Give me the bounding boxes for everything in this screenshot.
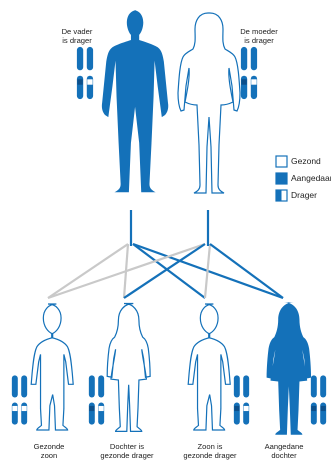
father-label: De vader is drager (52, 28, 102, 45)
child-label-4-line2: dochter (252, 452, 316, 461)
child-label-2-line2: gezonde drager (92, 452, 162, 461)
child-label-1: Gezonde zoon (22, 443, 76, 460)
mother-label: De moeder is drager (232, 28, 286, 45)
child-label-3-line2: gezonde drager (175, 452, 245, 461)
child-label-4: Aangedane dochter (252, 443, 316, 460)
legend-affected-label: Aangedaan (291, 173, 331, 183)
child-label-3: Zoon is gezonde drager (175, 443, 245, 460)
child-label-2: Dochter is gezonde drager (92, 443, 162, 460)
legend-healthy-label: Gezond (291, 156, 321, 166)
father-label-line2: is drager (52, 37, 102, 46)
child-label-1-line2: zoon (22, 452, 76, 461)
legend-carrier-label: Drager (291, 190, 317, 200)
mother-label-line2: is drager (232, 37, 286, 46)
